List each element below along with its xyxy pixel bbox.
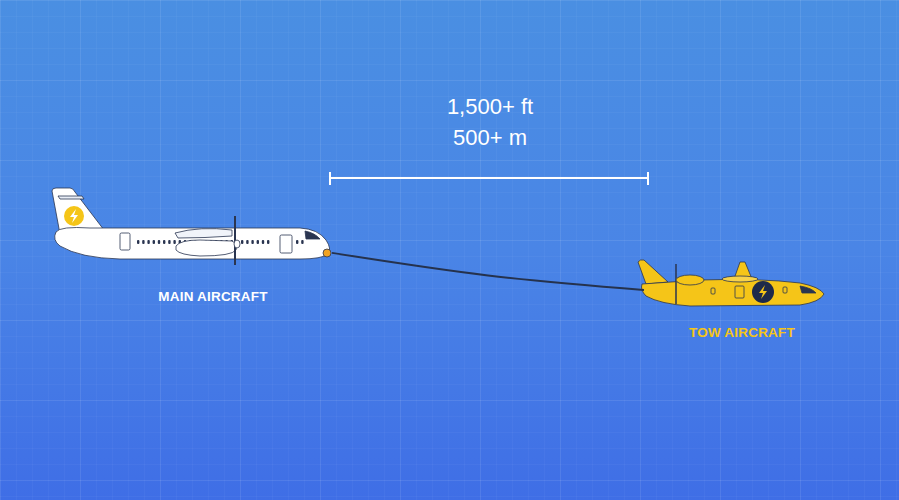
- tow-hook: [323, 249, 331, 257]
- rear-door: [120, 233, 130, 250]
- tow-door: [735, 286, 744, 298]
- wing: [175, 229, 232, 238]
- window: [142, 240, 144, 244]
- dimension-meters: 500+ m: [453, 125, 527, 151]
- window: [241, 240, 243, 244]
- dimension-bracket: [330, 172, 648, 185]
- window: [163, 240, 165, 244]
- tow-cable: [332, 253, 644, 290]
- tow-window: [711, 288, 715, 294]
- tail-plane: [58, 196, 84, 199]
- v-tail: [638, 260, 668, 284]
- tow-fuselage: [642, 279, 825, 306]
- logo-badge: [64, 206, 84, 226]
- tow-window: [783, 287, 787, 293]
- tow-aircraft-drawing: [638, 260, 824, 306]
- tow-propeller: [675, 264, 677, 304]
- window: [246, 240, 248, 244]
- tow-logo-badge: [752, 281, 774, 303]
- window: [301, 240, 303, 244]
- window: [147, 240, 149, 244]
- aircraft-label: MAIN AIRCRAFT: [158, 289, 267, 304]
- dimension-feet: 1,500+ ft: [447, 94, 533, 120]
- fuselage: [55, 228, 330, 260]
- spinner: [234, 240, 240, 248]
- window: [158, 240, 160, 244]
- tow-nacelle: [676, 275, 704, 285]
- window: [267, 240, 269, 244]
- window: [168, 240, 170, 244]
- tow-wing: [722, 276, 758, 282]
- tow-cockpit: [800, 286, 816, 293]
- main-aircraft-drawing: [52, 188, 331, 265]
- aircraft-label: TOW AIRCRAFT: [689, 325, 795, 340]
- window: [153, 240, 155, 244]
- main-aircraft: MAIN AIRCRAFT: [50, 186, 332, 262]
- tow-aircraft: TOW AIRCRAFT: [640, 258, 826, 308]
- cockpit-window: [305, 231, 320, 239]
- window: [137, 240, 139, 244]
- lightning-icon: [70, 209, 78, 223]
- window: [257, 240, 259, 244]
- window: [173, 240, 175, 244]
- window: [262, 240, 264, 244]
- tow-lightning-icon: [759, 285, 767, 299]
- tail-fin: [52, 188, 104, 234]
- front-door: [280, 235, 292, 253]
- window: [251, 240, 253, 244]
- engine-nacelle: [176, 240, 237, 256]
- window: [296, 240, 298, 244]
